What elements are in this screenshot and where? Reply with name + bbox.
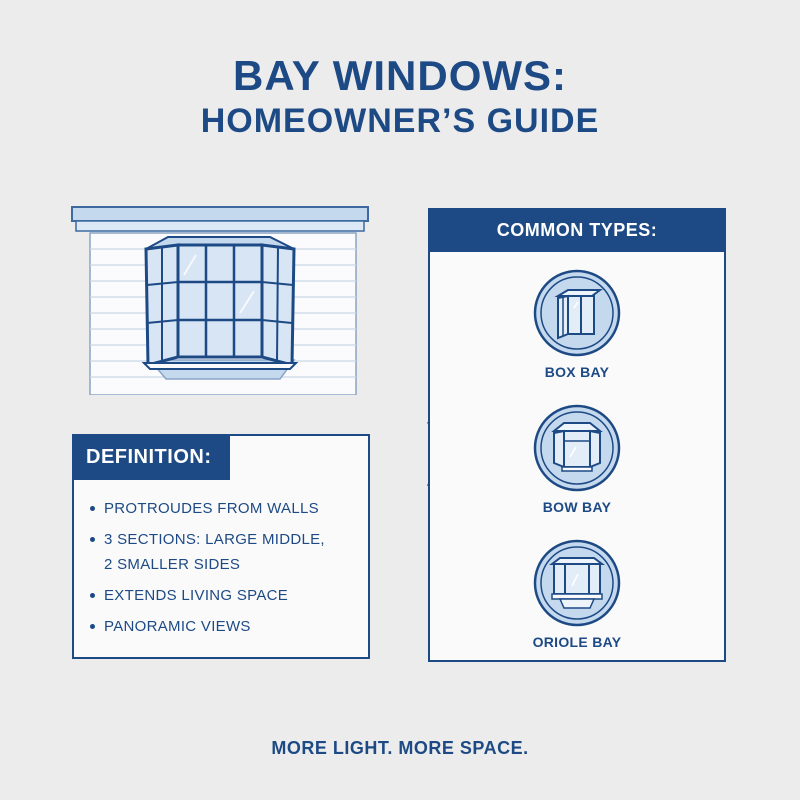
bullet-icon [90,506,95,511]
list-item: BOW BAY [430,403,724,515]
bay-window-house-illustration [71,206,369,395]
common-types-panel: COMMON TYPES: BOX BAY BOW BAY [428,208,726,662]
bullet-icon [90,593,95,598]
footer-tagline: MORE LIGHT. MORE SPACE. [271,738,529,758]
bullet-icon [90,537,95,542]
type-label: BOX BAY [544,364,610,380]
list-item: BOX BAY [430,268,724,380]
definition-list: PROTROUDES FROM WALLS 3 SECTIONS: LARGE … [88,496,325,645]
list-item-continuation: 2 SMALLER SIDES [104,556,241,573]
oriole-bay-icon [533,539,621,627]
list-item: 3 SECTIONS: LARGE MIDDLE, [88,527,325,552]
list-item: PROTROUDES FROM WALLS [88,496,325,521]
page-title: BAY WINDOWS: [232,52,567,99]
common-types-heading: COMMON TYPES: [428,208,726,252]
box-bay-icon [533,269,621,357]
list-item: PANORAMIC VIEWS [88,614,325,639]
definition-panel: DEFINITION: PROTROUDES FROM WALLS 3 SECT… [72,434,370,659]
list-item: EXTENDS LIVING SPACE [88,583,325,608]
type-label: ORIOLE BAY [532,634,622,650]
page-subtitle: HOMEOWNER’S GUIDE [200,102,600,140]
bow-bay-icon [533,404,621,492]
bullet-icon [90,624,95,629]
type-label: BOW BAY [542,499,612,515]
list-item: ORIOLE BAY [430,538,724,650]
definition-heading: DEFINITION: [72,434,230,480]
